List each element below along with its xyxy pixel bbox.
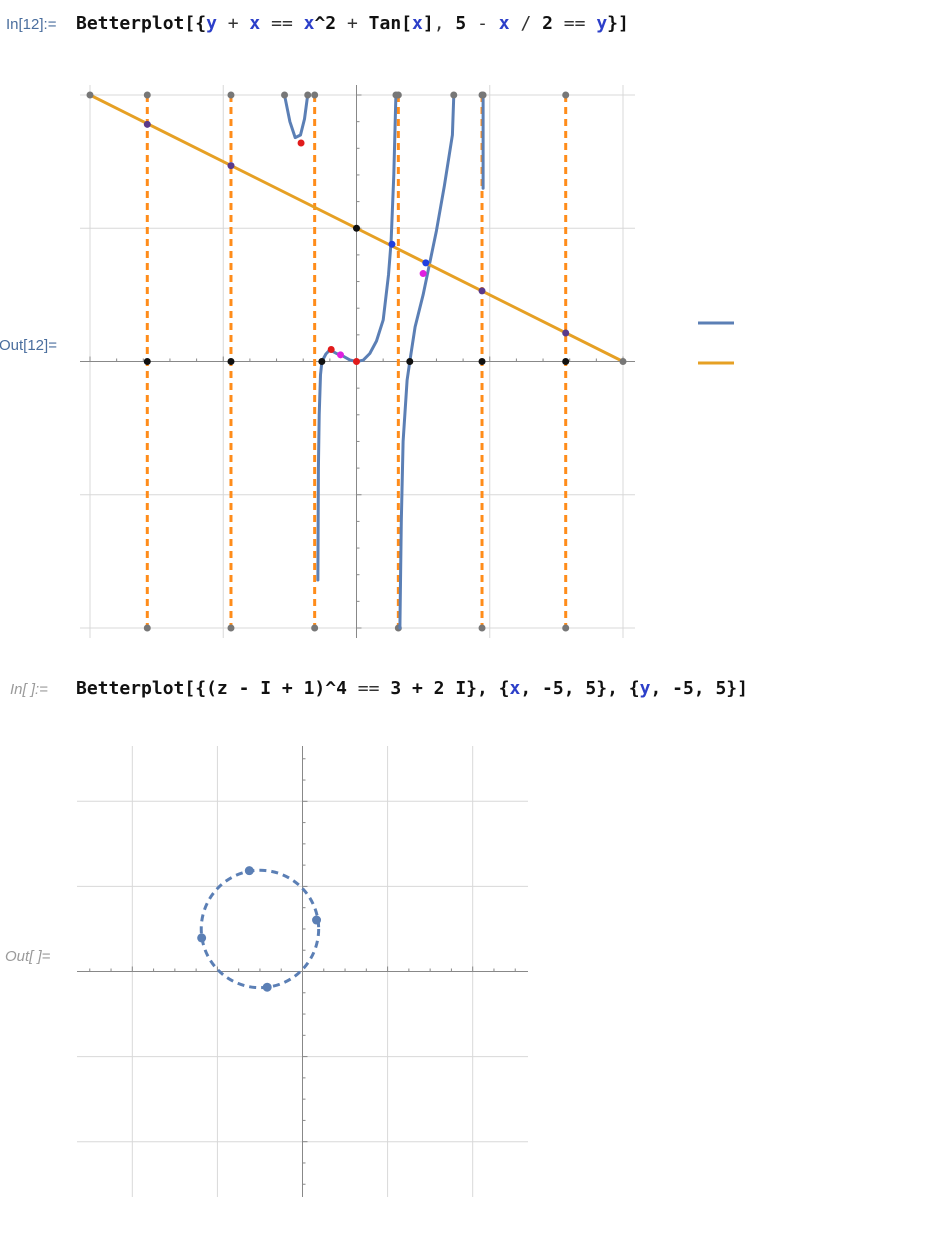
code-token: , -5, 5}, { [520,678,640,699]
asymptote-top-point [143,91,151,99]
solution-point [337,351,345,359]
code-token: 3 + 2 I [390,678,467,699]
code-token: ] [422,13,434,34]
root-point [244,866,254,876]
code-token: x [498,13,510,34]
solution-point [353,358,360,365]
solution-circle [199,868,321,990]
code-token: 5 [455,13,467,34]
cell1-in-label: In[12]:= [6,16,57,33]
solution-point [353,224,360,232]
root-point [197,933,207,943]
code-token: , -5, 5}] [650,678,748,699]
code-token: + [216,13,250,34]
cell2-out-label: Out[ ]= [5,948,51,965]
solution-point [478,287,486,295]
code-token: / [509,13,543,34]
code-token: }, { [466,678,510,699]
asymptote-bottom-point [311,624,319,632]
cell1-input-code[interactable]: Betterplot[{y + x == x^2 + Tan[x], 5 - x… [76,13,629,34]
endpoint-point [392,91,400,99]
endpoint-point [479,91,487,99]
code-token: Betterplot [76,678,185,699]
plot1-chart[interactable] [0,0,931,650]
asymptote-bottom-point [143,624,151,632]
solution-point [227,358,235,365]
code-token: + [336,13,369,34]
code-token: (z - I + 1)^4 [206,678,347,699]
code-token: ^2 [314,13,337,34]
asymptote-bottom-point [562,624,570,632]
curve-tan-branch [398,93,456,630]
endpoint-point [281,91,289,99]
code-token: == [552,13,597,34]
endpoint-point [619,358,627,365]
code-token: x [303,13,315,34]
code-token: y [206,13,217,34]
solution-point [318,358,326,365]
solution-point [562,358,570,365]
curve-tan-branch [283,93,310,140]
root-point [312,915,322,925]
solution-point [562,329,570,337]
code-token: Betterplot [76,13,185,34]
solution-point [227,162,235,170]
asymptote-bottom-point [478,624,486,632]
code-token: x [249,13,261,34]
code-token: - [466,13,499,34]
code-token: == [260,13,304,34]
solution-point [406,358,414,365]
code-token: }] [607,13,629,34]
endpoint-point [450,91,458,99]
curve-tan-branch [316,93,398,582]
code-token: y [596,13,608,34]
endpoint-point [304,91,312,99]
solution-point [419,270,427,278]
asymptote-top-point [562,91,570,99]
cell2-in-label: In[ ]:= [10,681,48,698]
solution-point [327,346,335,354]
solution-point [478,358,486,365]
code-token: Tan[ [368,13,413,34]
solution-point [388,240,396,248]
solution-point [422,259,430,267]
code-token: y [639,678,651,699]
endpoint-point [86,91,94,99]
code-token: == [346,678,391,699]
code-token: [{ [184,678,207,699]
solution-point [143,120,151,128]
asymptote-top-point [227,91,235,99]
root-point [262,982,272,992]
asymptote-top-point [311,91,319,99]
code-token: x [412,13,423,34]
solution-point [297,139,305,147]
cell2-input-code[interactable]: Betterplot[{(z - I + 1)^4 == 3 + 2 I}, {… [76,678,748,699]
code-token: 2 [542,13,553,34]
asymptote-bottom-point [227,624,235,632]
code-token: x [509,678,521,699]
cell1-out-label: Out[12]= [0,337,57,354]
solution-point [143,358,151,365]
code-token: , [433,13,456,34]
code-token: [{ [184,13,207,34]
